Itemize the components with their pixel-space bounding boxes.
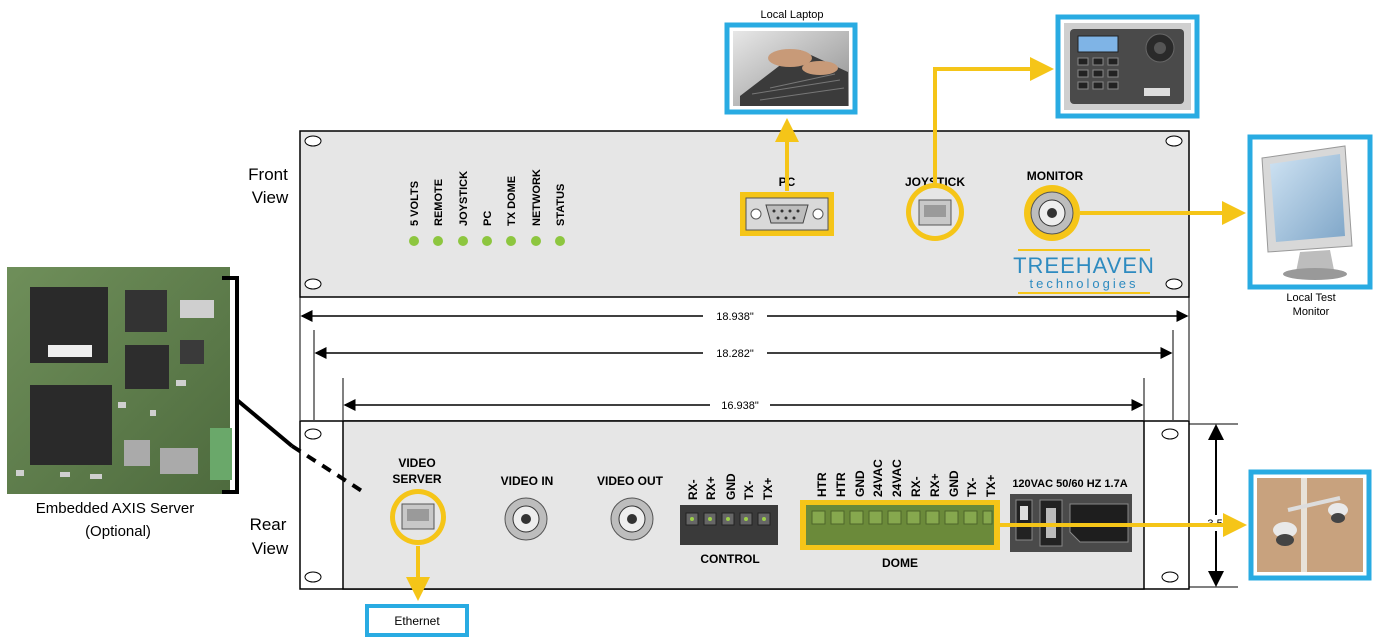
power-rating-label: 120VAC 50/60 HZ 1.7A: [1012, 478, 1127, 490]
mount-hole: [1165, 135, 1183, 147]
mount-hole: [1165, 278, 1183, 290]
dimension-area: 18.938" 18.282" 16.938" 3.5": [299, 297, 1238, 588]
mount-hole: [304, 571, 322, 583]
led-indicator: [555, 236, 565, 246]
rear-view-label-1: Rear: [250, 515, 287, 534]
control-terminal-block[interactable]: [680, 505, 778, 545]
indicator-label: NETWORK: [531, 169, 543, 226]
indicator-label: PC: [482, 211, 494, 226]
local-test-monitor-label-2: Monitor: [1293, 306, 1330, 318]
dome-label: DOME: [882, 556, 918, 570]
mount-hole: [304, 278, 322, 290]
brand-name: TREEHAVEN: [1013, 253, 1155, 278]
led-indicator: [506, 236, 516, 246]
control-label: CONTROL: [700, 552, 759, 566]
mount-hole: [304, 135, 322, 147]
ethernet-box: Ethernet: [365, 604, 469, 637]
dome-pin-label: TX-: [965, 478, 979, 497]
mount-hole: [1161, 428, 1179, 440]
control-pin-label: RX-: [686, 479, 700, 500]
joystick-port[interactable]: [906, 183, 964, 241]
monitor-bnc-port[interactable]: [1024, 185, 1080, 241]
led-indicator: [433, 236, 443, 246]
video-out-bnc[interactable]: [610, 497, 654, 541]
monitor-port-label: MONITOR: [1027, 169, 1084, 183]
indicator-label: REMOTE: [433, 179, 445, 226]
dome-pin-label: HTR: [834, 472, 848, 497]
local-test-monitor-image: [1247, 134, 1373, 290]
dome-pin-label: RX+: [928, 473, 942, 497]
control-pin-label: RX+: [704, 476, 718, 500]
axis-server-label-2: (Optional): [85, 523, 151, 540]
axis-server-label-1: Embedded AXIS Server: [36, 500, 194, 517]
dimension-mount-width: 18.282": [716, 348, 754, 360]
mount-hole: [1161, 571, 1179, 583]
video-server-label-1: VIDEO: [398, 456, 435, 470]
video-out-label: VIDEO OUT: [597, 474, 664, 488]
joystick-to-keypad-arrow: [933, 57, 1054, 184]
local-test-monitor-label-1: Local Test: [1286, 292, 1335, 304]
indicator-label: STATUS: [555, 184, 567, 226]
dimension-overall-width: 18.938": [716, 311, 754, 323]
video-server-label-2: SERVER: [392, 472, 441, 486]
front-view-label-2: View: [252, 188, 289, 207]
control-pin-label: TX+: [761, 478, 775, 500]
video-in-label: VIDEO IN: [501, 474, 554, 488]
dome-pin-label: TX+: [984, 475, 998, 497]
connection-arrows: [406, 57, 1247, 601]
control-pin-labels: RX- RX+ GND TX- TX+: [686, 473, 775, 500]
dome-pin-label: 24VAC: [890, 459, 904, 497]
dome-pin-label: GND: [947, 470, 961, 497]
joystick-keypad-image: [1055, 14, 1200, 119]
brand-sub: technologies: [1030, 276, 1139, 291]
dome-pin-label: HTR: [815, 472, 829, 497]
dome-camera-image: [1248, 469, 1372, 581]
video-server-port[interactable]: [390, 489, 446, 545]
local-laptop-label: Local Laptop: [761, 9, 824, 21]
front-view-label-1: Front: [248, 165, 288, 184]
ethernet-label: Ethernet: [394, 614, 440, 628]
axis-bracket: [222, 276, 367, 495]
pc-serial-port[interactable]: [740, 192, 834, 236]
dome-pin-label: RX-: [909, 476, 923, 497]
led-indicator: [409, 236, 419, 246]
axis-server-board-image: [7, 267, 232, 494]
dome-pin-label: GND: [853, 470, 867, 497]
local-laptop-image: [724, 22, 858, 115]
led-indicator: [482, 236, 492, 246]
control-pin-label: GND: [724, 473, 738, 500]
treehaven-logo: TREEHAVEN technologies: [1013, 249, 1155, 294]
video-in-bnc[interactable]: [504, 497, 548, 541]
led-indicator: [531, 236, 541, 246]
dimension-chassis-width: 16.938": [721, 400, 759, 412]
indicator-label: TX DOME: [506, 176, 518, 226]
control-pin-label: TX-: [742, 481, 756, 500]
rear-view-label-2: View: [252, 539, 289, 558]
dome-pin-label: 24VAC: [871, 459, 885, 497]
dome-pin-labels: HTR HTR GND 24VAC 24VAC RX- RX+ GND TX- …: [815, 459, 998, 497]
dome-terminal-block[interactable]: [800, 500, 1000, 550]
mount-hole: [304, 428, 322, 440]
indicator-group: 5 VOLTS REMOTE JOYSTICK PC TX DOME NETWO…: [409, 169, 567, 246]
indicator-label: 5 VOLTS: [409, 181, 421, 226]
led-indicator: [458, 236, 468, 246]
indicator-label: JOYSTICK: [458, 171, 470, 226]
